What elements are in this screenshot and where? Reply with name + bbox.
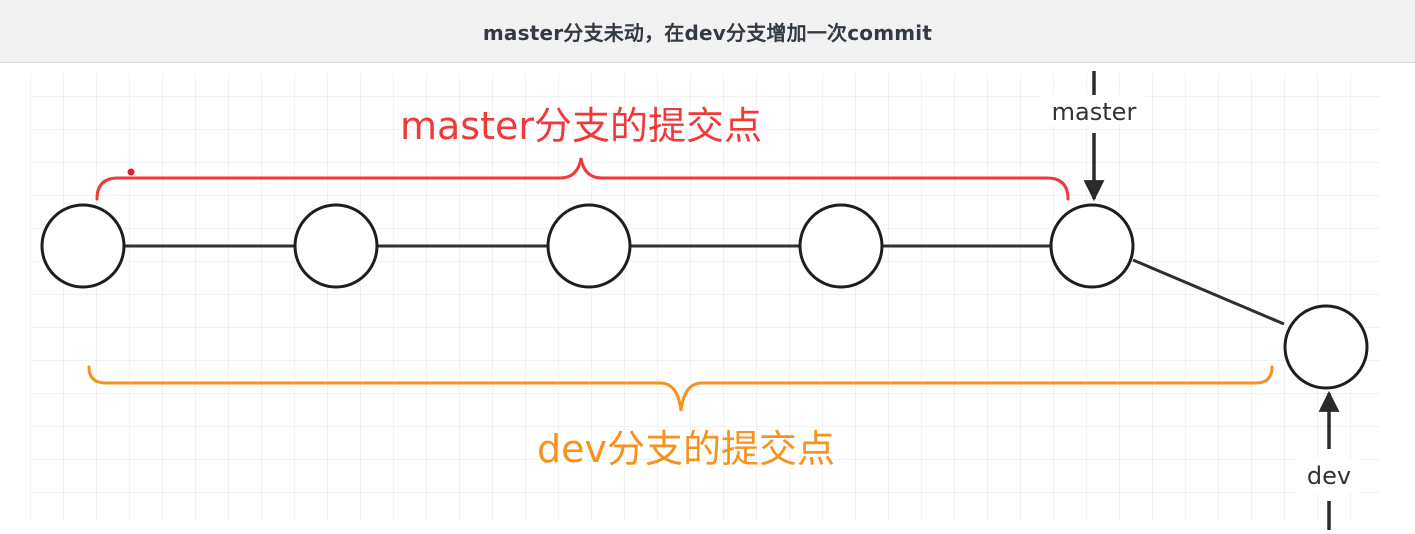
commit-node-1 xyxy=(40,203,126,289)
dev-pointer-label-bg xyxy=(1296,459,1362,493)
commit-link-5-6 xyxy=(1132,258,1285,326)
header-bar: master分支未动，在dev分支增加一次commit xyxy=(0,0,1415,63)
cursor-dot xyxy=(127,168,135,176)
commit-node-6 xyxy=(1283,304,1369,390)
commit-diagram: master分支的提交点 dev分支的提交点 master dev xyxy=(30,71,1380,530)
dev-group-label: dev分支的提交点 xyxy=(537,427,835,471)
master-pointer-label-bg xyxy=(1040,95,1145,125)
master-group-label: master分支的提交点 xyxy=(400,104,762,148)
diagram-canvas: master分支的提交点 dev分支的提交点 master dev xyxy=(0,63,1415,530)
master-pointer-label: master xyxy=(1052,98,1137,126)
commit-node-2 xyxy=(293,203,379,289)
commit-node-3 xyxy=(546,203,632,289)
grid-background xyxy=(30,73,1380,520)
dev-pointer-label: dev xyxy=(1307,462,1351,490)
commit-node-4 xyxy=(798,203,884,289)
commit-node-5 xyxy=(1049,203,1135,289)
master-brace xyxy=(95,157,1070,201)
page-title: master分支未动，在dev分支增加一次commit xyxy=(482,20,933,45)
dev-brace xyxy=(87,365,1274,412)
